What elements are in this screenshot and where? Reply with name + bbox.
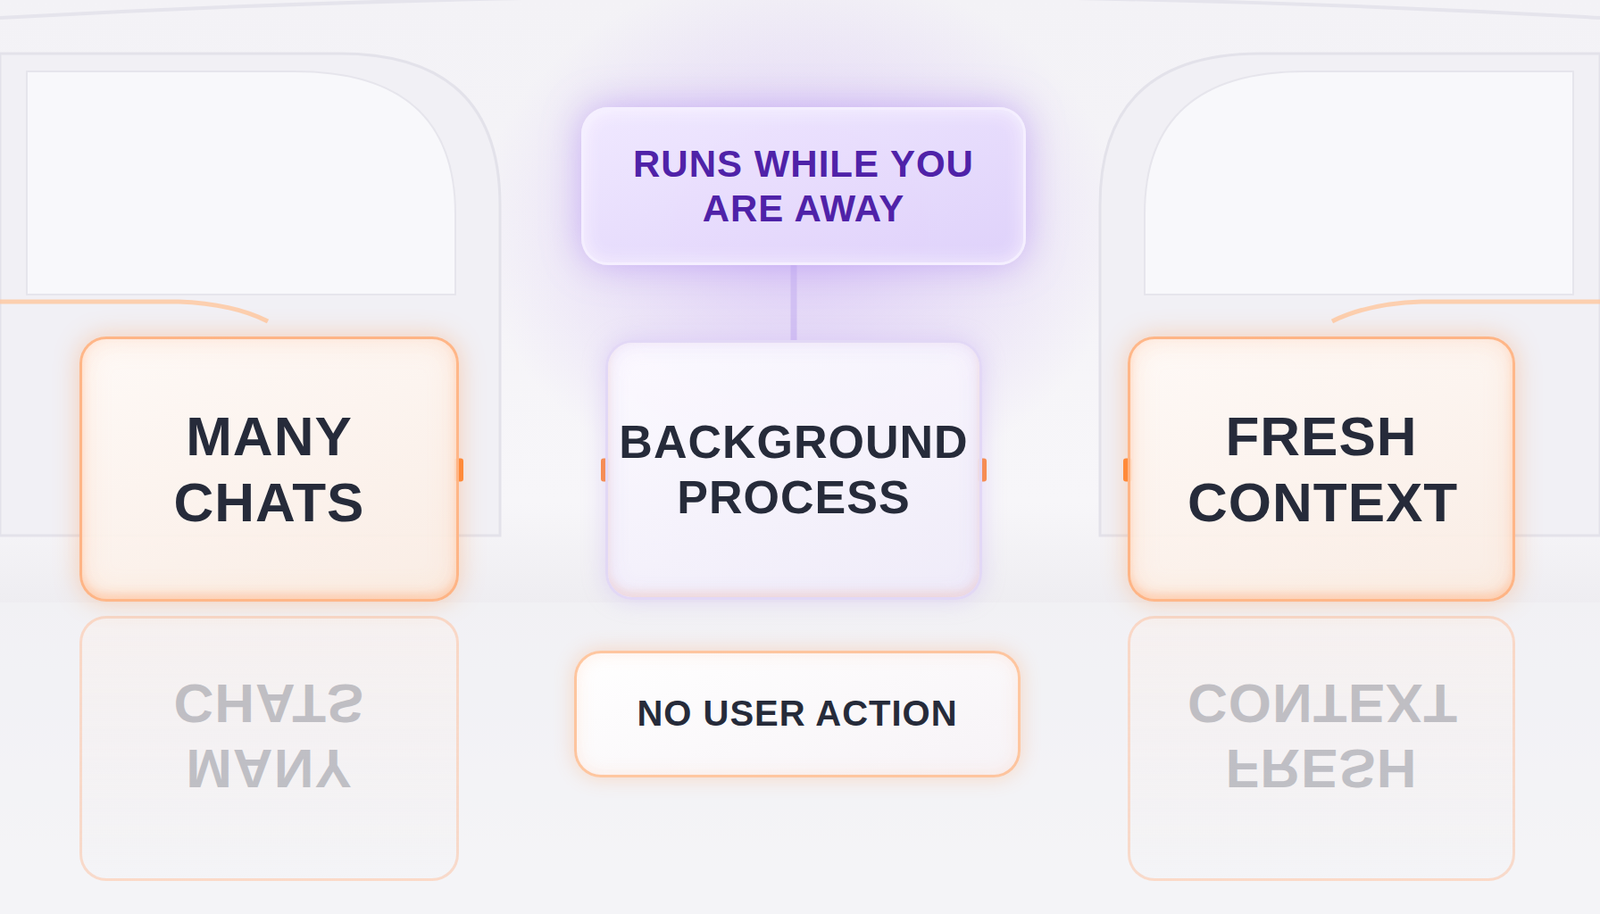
- connector-line: [982, 463, 1128, 478]
- floor-tube: [468, 721, 576, 734]
- input-box: MANY CHATS: [79, 336, 459, 602]
- left-wall-inset: [26, 71, 456, 295]
- node-text: NO USER ACTION: [636, 692, 958, 735]
- floor-tube: [1018, 721, 1127, 734]
- link-tube: [977, 458, 1133, 483]
- reflection-text: FRESH CONTEXT: [1187, 671, 1456, 802]
- node-text: MANY CHATS: [135, 403, 404, 534]
- floor: [0, 602, 1600, 914]
- note-box: NO USER ACTION: [574, 650, 1021, 778]
- link-line: [793, 265, 795, 341]
- node-text: FRESH CONTEXT: [1187, 403, 1456, 534]
- ceiling-arc: [0, 0, 1600, 18]
- process-box: BACKGROUND PROCESS: [605, 340, 983, 600]
- left-light-strip: [0, 301, 268, 322]
- connector-line: [791, 265, 798, 341]
- node-text: BACKGROUND PROCESS: [615, 415, 973, 525]
- right-wall-inset: [1144, 71, 1574, 295]
- connector-line: [458, 463, 606, 478]
- node-text: RUNS WHILE YOU ARE AWAY: [625, 141, 983, 231]
- right-light-strip: [1332, 301, 1600, 322]
- status-box: RUNS WHILE YOU ARE AWAY: [581, 107, 1026, 266]
- output-box: FRESH CONTEXT: [1127, 336, 1516, 602]
- reflection-text: MANY CHATS: [135, 671, 404, 802]
- link-tube: [454, 458, 610, 483]
